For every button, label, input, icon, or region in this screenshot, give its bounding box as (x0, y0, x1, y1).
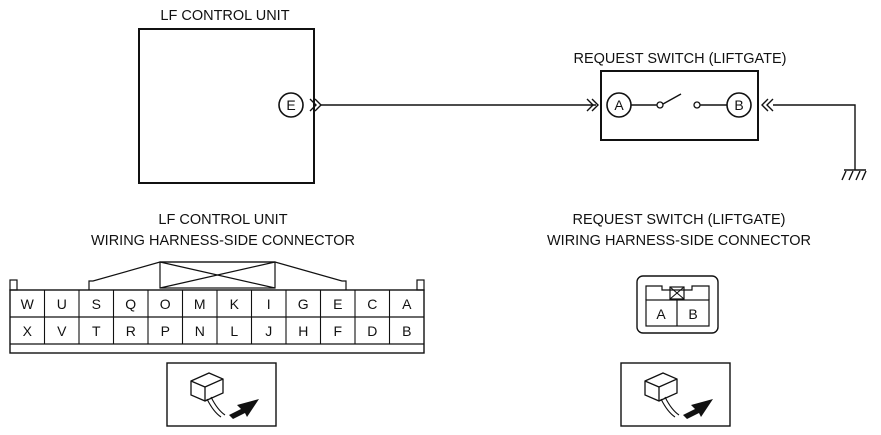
connector-chevron-icon (761, 98, 774, 112)
connector-chevron-icon (309, 98, 322, 112)
ground-icon (841, 169, 867, 181)
request-switch-title: REQUEST SWITCH (LIFTGATE) (574, 51, 787, 67)
request-switch-box (600, 70, 759, 141)
lf-pin-u: U (57, 296, 67, 312)
terminal-e-label: E (286, 97, 295, 113)
lf-connector-title-line2: WIRING HARNESS-SIDE CONNECTOR (91, 233, 355, 249)
lf-pin-b: B (402, 323, 411, 339)
terminal-a-label: A (614, 97, 624, 113)
wire-b-to-ground (773, 104, 856, 170)
lf-connector-face: W U S Q O M K I G E C A X V T R P N L J H F D B (9, 261, 425, 354)
lf-pin-v: V (57, 323, 67, 339)
lf-pin-t: T (92, 323, 101, 339)
lf-pin-x: X (23, 323, 33, 339)
lf-pin-n: N (195, 323, 205, 339)
terminal-a: A (606, 92, 632, 118)
lf-pin-a: A (402, 296, 412, 312)
lf-pin-c: C (367, 296, 377, 312)
control-unit-title: LF CONTROL UNIT (160, 8, 289, 24)
lf-pin-i: I (267, 296, 271, 312)
terminal-e: E (278, 92, 304, 118)
lf-pin-m: M (194, 296, 206, 312)
lf-pin-l: L (230, 323, 238, 339)
lf-pin-w: W (21, 296, 35, 312)
control-unit-box (138, 28, 315, 184)
lf-pin-q: Q (125, 296, 136, 312)
lf-pin-j: J (265, 323, 272, 339)
rs-pin-b: B (688, 306, 697, 322)
connector-chevron-icon (586, 98, 599, 112)
lf-pin-o: O (160, 296, 171, 312)
lf-pin-k: K (230, 296, 240, 312)
rs-connector-face: A B (636, 275, 719, 334)
terminal-b: B (726, 92, 752, 118)
switch-symbol-icon (631, 93, 727, 109)
rs-connector-title-line1: REQUEST SWITCH (LIFTGATE) (573, 212, 786, 228)
rs-connector-title-line2: WIRING HARNESS-SIDE CONNECTOR (547, 233, 811, 249)
lf-pin-h: H (298, 323, 308, 339)
lf-pin-f: F (333, 323, 342, 339)
harness-view-icon (620, 362, 731, 427)
lf-pin-d: D (367, 323, 377, 339)
lf-connector-title-line1: LF CONTROL UNIT (158, 212, 287, 228)
lf-pin-s: S (92, 296, 101, 312)
rs-pin-a: A (656, 306, 666, 322)
harness-view-icon (166, 362, 277, 427)
lf-pin-p: P (161, 323, 170, 339)
terminal-b-label: B (734, 97, 743, 113)
lf-pin-e: E (333, 296, 342, 312)
lf-pin-r: R (126, 323, 136, 339)
lf-pin-g: G (298, 296, 309, 312)
